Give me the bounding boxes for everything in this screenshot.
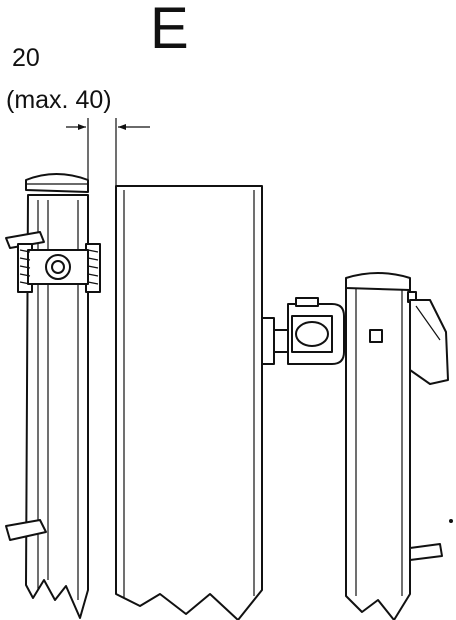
fence-post-left (25, 173, 89, 619)
gap-dimension-max-label: (max. 40) (6, 86, 112, 114)
latch-plate (409, 299, 449, 385)
lower-bracket (5, 519, 47, 541)
view-label: E (150, 0, 189, 61)
gap-dimension-label: 20 (12, 44, 40, 72)
ground-bar (409, 543, 443, 561)
gate-leaf-center (115, 185, 263, 620)
hinge-assembly (261, 297, 345, 365)
gap-dimension-arrows (66, 118, 150, 190)
dot-marker (449, 519, 453, 523)
fence-post-right (345, 272, 417, 620)
post-clamp-bracket (5, 231, 101, 293)
